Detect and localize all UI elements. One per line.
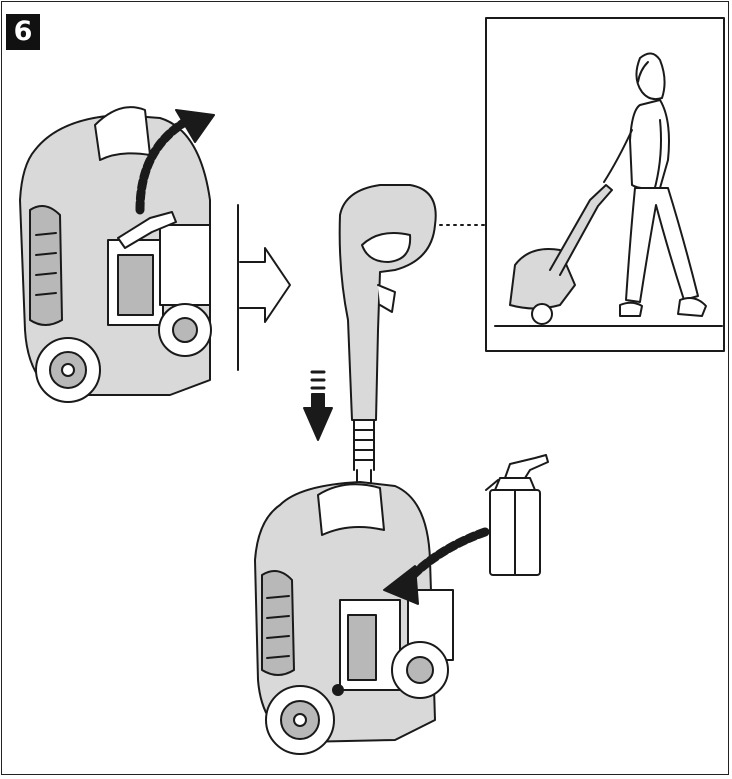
detergent-bottle-illustration <box>485 454 549 576</box>
step-number-badge: 6 <box>6 14 40 50</box>
right-arrow-icon <box>237 204 291 371</box>
washer-assembled-illustration <box>254 481 454 755</box>
person-using-washer-illustration <box>439 17 725 352</box>
down-arrow-icon <box>303 370 333 441</box>
washer-top-view-illustration <box>19 106 212 403</box>
dashed-curved-arrow-icon <box>383 527 490 605</box>
curved-arrow-up-icon <box>135 109 215 215</box>
